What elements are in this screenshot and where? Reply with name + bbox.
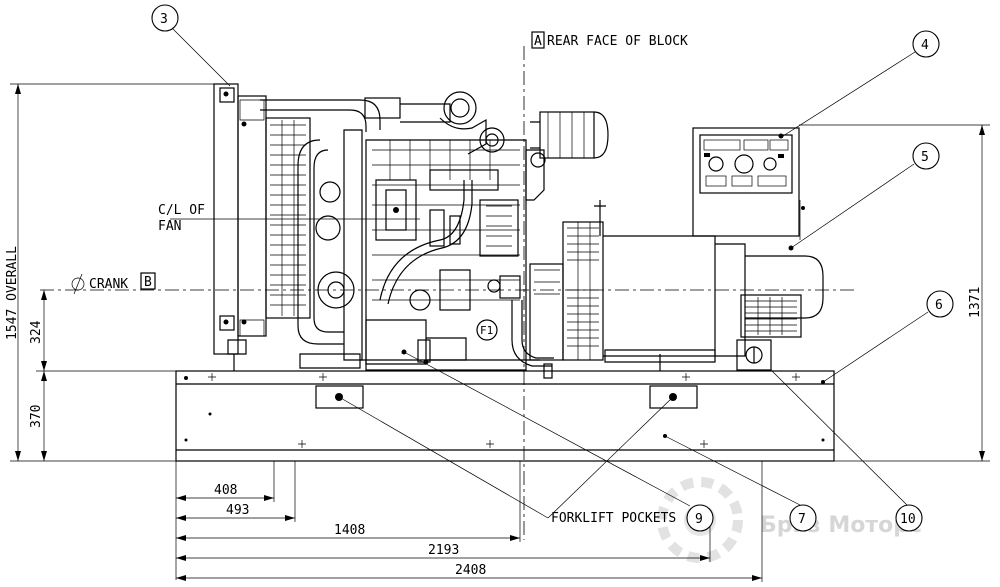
f1-label: F1 [480,324,493,337]
crank-label: CRANK [89,277,128,292]
svg-text:9: 9 [695,512,703,527]
section-a-tag: A [531,31,545,49]
cl-fan-label-line2: FAN [158,219,181,234]
svg-text:3: 3 [160,12,168,27]
radiator [213,83,311,371]
air-cleaner [530,111,609,159]
crank-label-group: CRANK B [71,272,156,295]
balloon-3: 3 [151,4,179,32]
rear-face-label: REAR FACE OF BLOCK [547,34,688,49]
dim-length-2408: 2408 [455,563,486,578]
centre-lines [40,46,855,540]
svg-text:6: 6 [935,298,943,313]
balloon-4: 4 [912,30,940,58]
dim-length-2193: 2193 [428,543,459,558]
alternator [529,200,824,371]
section-a-letter: A [534,34,542,49]
balloon-7: 7 [789,504,817,532]
right-dimension: 1371 [799,124,990,462]
forklift-pockets-label: FORKLIFT POCKETS [551,511,676,526]
dim-length-408: 408 [214,483,237,498]
svg-text:5: 5 [921,150,929,165]
forklift-pocket-right [649,385,698,409]
svg-text:7: 7 [798,512,806,527]
left-dimensions: 1547 OVERALL 324 370 [5,83,214,462]
forklift-pocket-left [315,385,364,409]
svg-text:10: 10 [900,512,916,527]
balloon-9: 9 [686,504,714,532]
f1-marker [476,319,498,341]
dim-overall-height: 1547 OVERALL [5,246,20,340]
dim-height-1371: 1371 [968,287,983,318]
control-panel [692,127,805,251]
balloon-10: 10 [895,504,923,532]
section-b-letter: B [144,275,152,290]
dim-height-370: 370 [29,405,44,428]
watermark-text: Бриз Моторс [760,513,922,538]
balloon-6: 6 [926,290,954,318]
cl-fan-label-line1: C/L OF [158,203,205,218]
leader-lines [169,25,929,519]
dim-length-493: 493 [226,503,249,518]
dim-height-324: 324 [29,320,44,344]
base-frame [175,370,835,462]
balloon-5: 5 [912,142,940,170]
dim-length-1408: 1408 [334,523,365,538]
bottom-dimensions: 408 493 1408 2193 2408 [175,461,763,582]
svg-text:4: 4 [921,38,929,53]
